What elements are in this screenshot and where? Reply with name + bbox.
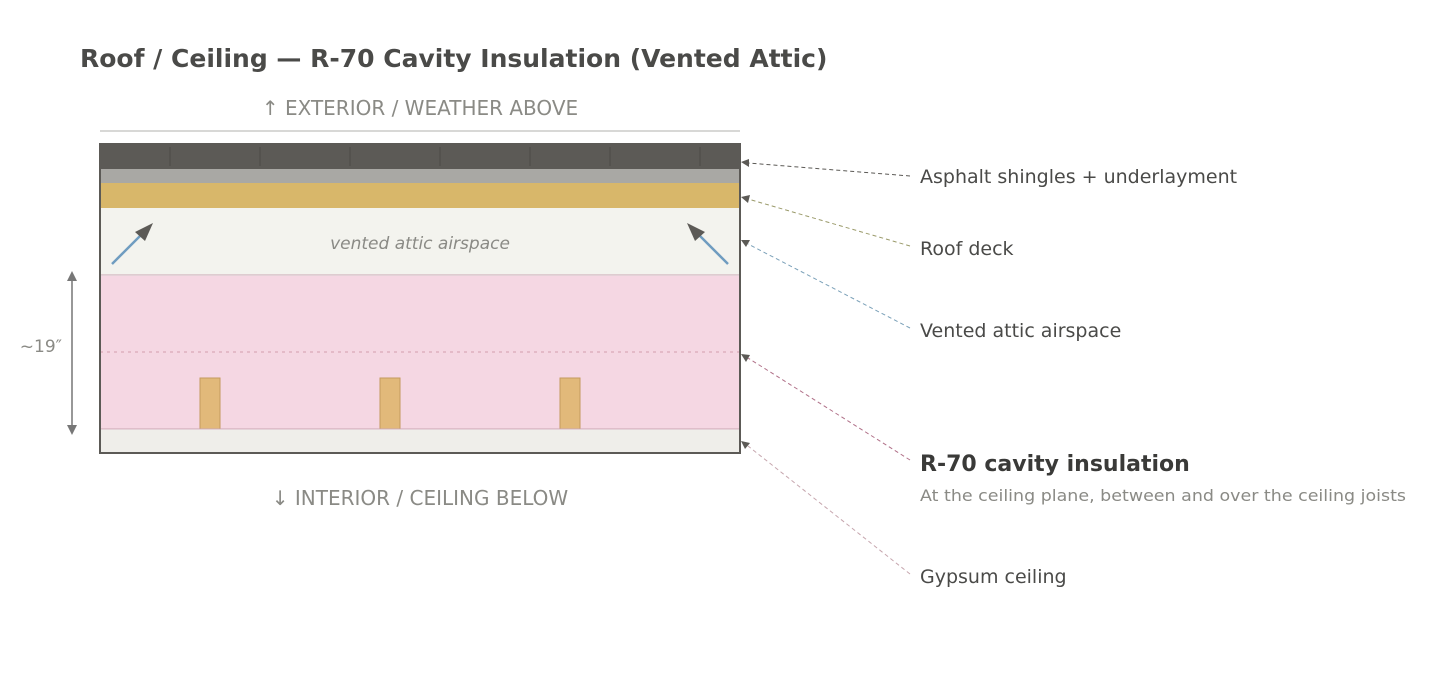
shingles-layer bbox=[100, 144, 740, 169]
gypsum-layer bbox=[100, 430, 740, 453]
vent-arrow-left-icon bbox=[111, 223, 153, 265]
leader-roof-deck bbox=[747, 198, 911, 247]
vent-arrow-right-icon bbox=[687, 223, 729, 265]
interior-label: ↓ INTERIOR / CEILING BELOW bbox=[272, 486, 569, 510]
assembly-section bbox=[99, 143, 741, 454]
leader-gypsum bbox=[747, 445, 911, 575]
callout-insulation: R-70 cavity insulation bbox=[920, 452, 1190, 477]
callout-shingles: Asphalt shingles + underlayment bbox=[920, 166, 1237, 188]
insulation-layer bbox=[100, 276, 740, 429]
leader-insulation bbox=[747, 357, 911, 461]
exterior-label: ↑ EXTERIOR / WEATHER ABOVE bbox=[262, 96, 578, 120]
diagram-title: Roof / Ceiling — R-70 Cavity Insulation … bbox=[80, 44, 827, 73]
callout-airspace: Vented attic airspace bbox=[920, 320, 1121, 342]
leader-lines bbox=[741, 159, 911, 575]
roof-deck-layer bbox=[100, 183, 740, 208]
callout-insulation-sublabel: At the ceiling plane, between and over t… bbox=[920, 486, 1406, 505]
airspace-note: vented attic airspace bbox=[330, 234, 510, 254]
leader-airspace bbox=[747, 243, 911, 329]
ceiling-joist bbox=[379, 377, 401, 430]
depth-dimension bbox=[67, 271, 77, 435]
shingle-joints bbox=[169, 147, 701, 166]
underlayment-layer bbox=[100, 169, 740, 183]
attic-airspace-layer bbox=[100, 208, 740, 275]
leader-shingles bbox=[747, 162, 911, 177]
assembly-outline bbox=[99, 143, 741, 454]
ceiling-joist bbox=[199, 377, 221, 430]
ceiling-joist bbox=[559, 377, 581, 430]
callout-roof-deck: Roof deck bbox=[920, 238, 1014, 260]
depth-label: ~19″ bbox=[20, 337, 62, 357]
callout-gypsum: Gypsum ceiling bbox=[920, 566, 1067, 588]
